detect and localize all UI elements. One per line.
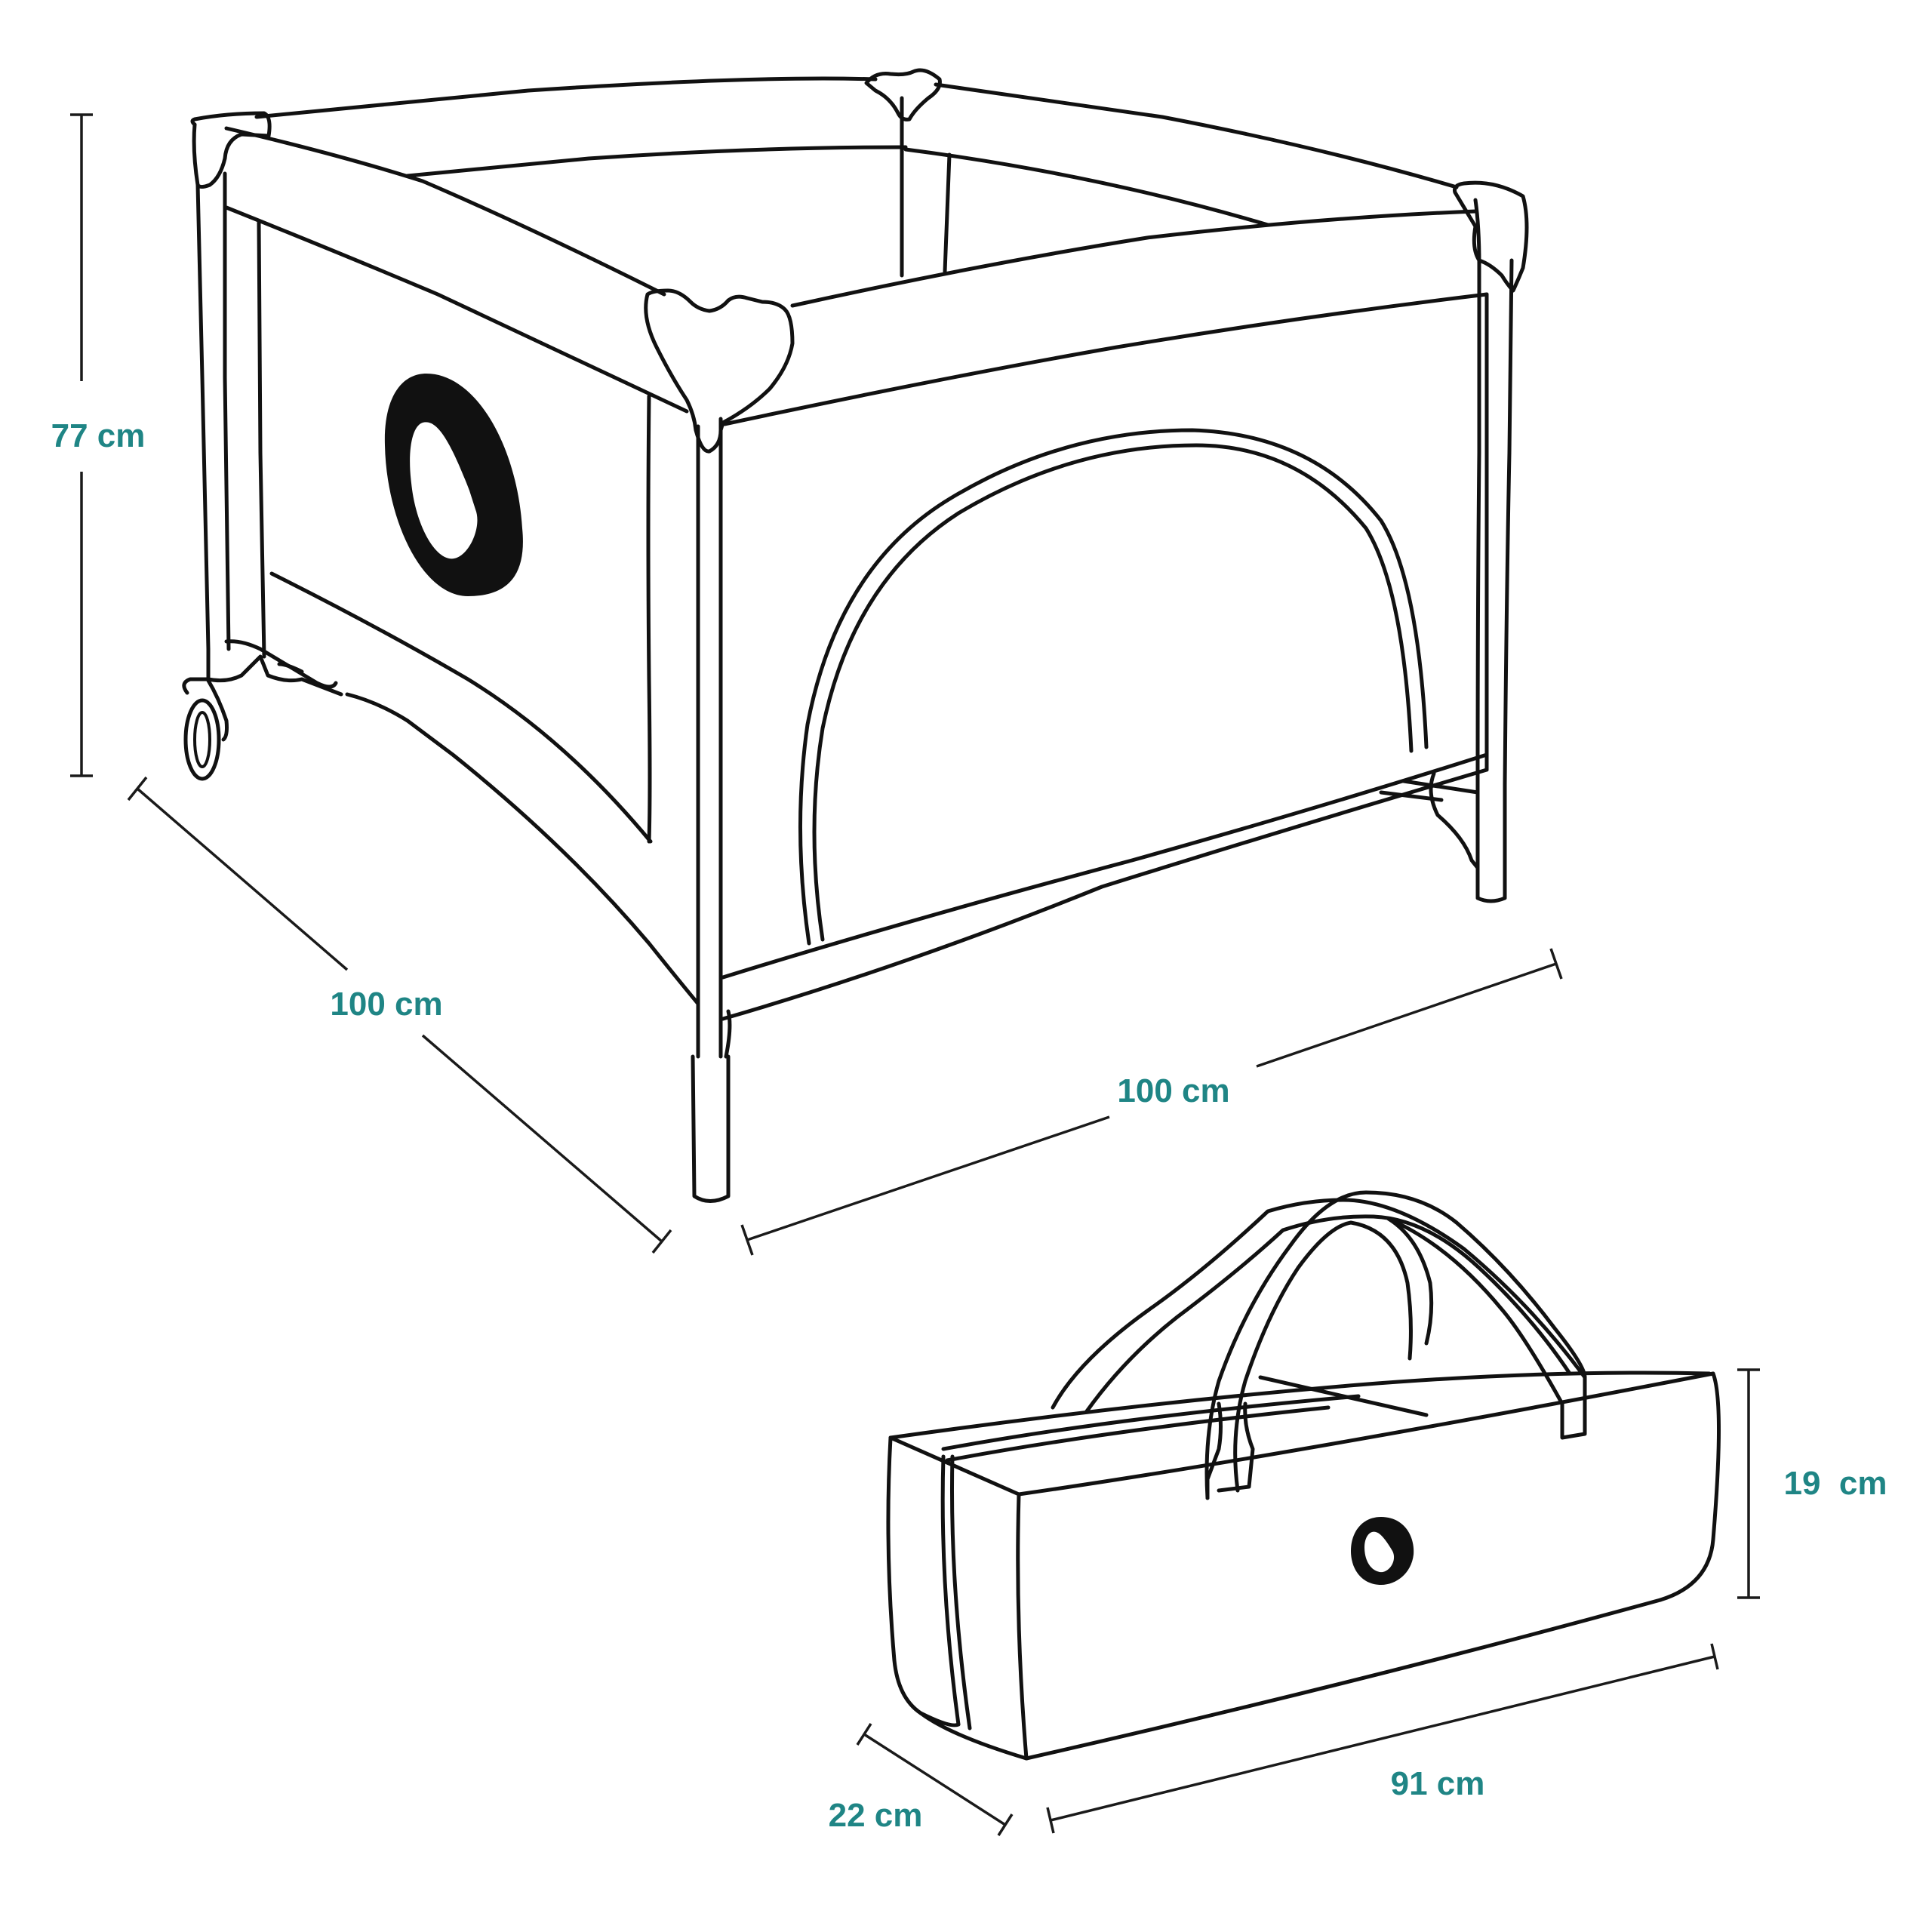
dimension-bag-depth — [856, 1723, 1014, 1836]
playpen-illustration — [182, 68, 1529, 1203]
bag-logo-icon — [1351, 1517, 1414, 1585]
label-playpen-height: 77 cm — [51, 417, 146, 454]
bag-handles — [1051, 1190, 1587, 1500]
dimension-lines — [70, 113, 1760, 1836]
dimension-bag-height — [1737, 1368, 1760, 1599]
label-playpen-depth: 100 cm — [330, 986, 442, 1023]
dimension-playpen-height — [70, 113, 93, 777]
dimension-playpen-depth — [127, 776, 672, 1254]
bag-illustration — [886, 1190, 1721, 1761]
dimension-bag-length — [1046, 1643, 1719, 1834]
playpen-logo-left — [384, 374, 523, 596]
dimension-playpen-width — [740, 948, 1563, 1256]
label-bag-height: 19 cm — [1784, 1465, 1887, 1502]
label-playpen-width: 100 cm — [1117, 1072, 1229, 1109]
label-bag-depth: 22 cm — [829, 1797, 923, 1834]
label-bag-length: 91 cm — [1391, 1765, 1485, 1802]
